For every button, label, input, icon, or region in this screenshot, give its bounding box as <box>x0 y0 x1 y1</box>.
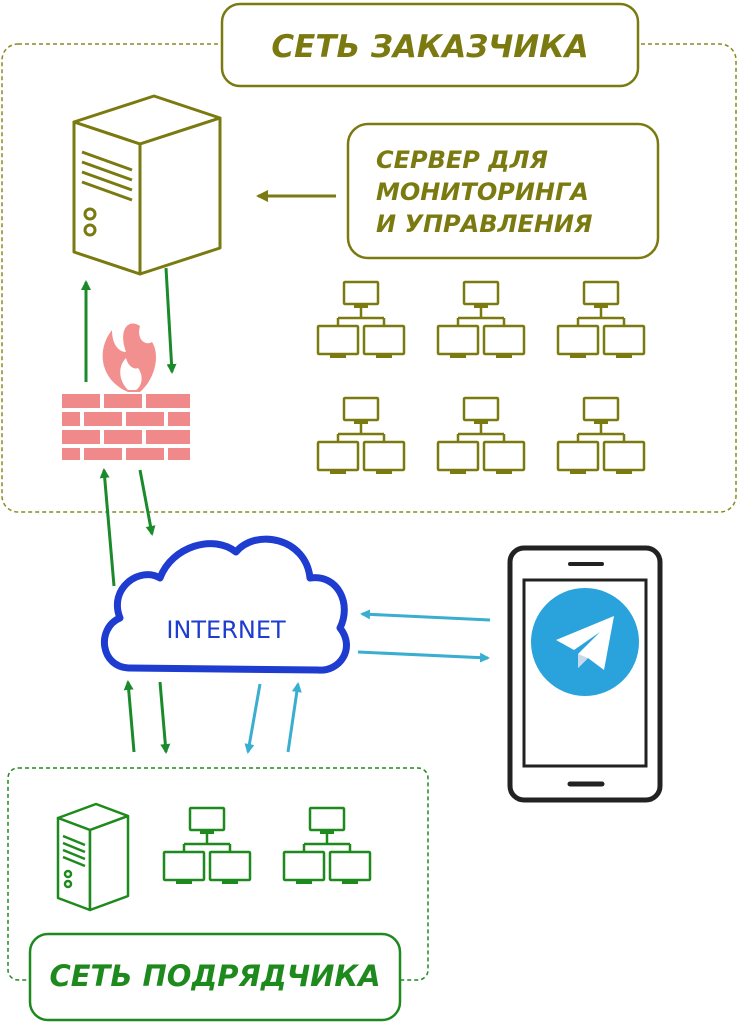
lan-group-icon <box>282 806 372 886</box>
lan-group-icon <box>436 280 526 360</box>
monitoring-server-caption-box: СЕРВЕР ДЛЯ МОНИТОРИНГА И УПРАВЛЕНИЯ <box>346 122 660 260</box>
server-caption-line-2: МОНИТОРИНГА <box>376 178 589 206</box>
contractor-network-title: СЕТЬ ПОДРЯДЧИКА <box>49 959 380 993</box>
internet-label: INTERNET <box>166 616 286 644</box>
server-caption-line-1: СЕРВЕР ДЛЯ <box>376 146 548 174</box>
internet-to-contractor-arrow-cyan <box>244 683 262 754</box>
internet-to-phone-arrow <box>357 650 490 663</box>
contractor-network-boundary <box>7 767 429 981</box>
server-icon <box>72 94 222 276</box>
firewall-icon <box>62 323 190 460</box>
contractor-to-internet-arrow-cyan <box>286 682 302 753</box>
lan-group-icon <box>316 396 406 476</box>
firewall-to-internet-arrow <box>138 469 156 536</box>
internet-to-contractor-arrow-green <box>158 681 171 754</box>
lan-group-icon <box>556 280 646 360</box>
server-caption-line-3: И УПРАВЛЕНИЯ <box>376 210 592 238</box>
contractor-to-internet-arrow-green <box>123 680 136 753</box>
lan-group-icon <box>436 396 526 476</box>
cloud-icon: INTERNET <box>101 535 350 674</box>
contractor-network-title-box: СЕТЬ ПОДРЯДЧИКА <box>28 932 402 1022</box>
telegram-icon <box>531 588 639 696</box>
customer-network-title: СЕТЬ ЗАКАЗЧИКА <box>271 29 588 65</box>
lan-group-icon <box>162 806 252 886</box>
customer-network-title-box: СЕТЬ ЗАКАЗЧИКА <box>220 2 640 88</box>
phone-to-internet-arrow <box>360 609 491 622</box>
server-to-firewall-arrow <box>164 267 177 374</box>
internet-to-firewall-arrow <box>99 468 116 587</box>
lan-group-icon <box>316 280 406 360</box>
smartphone-icon <box>507 545 663 803</box>
server-icon <box>56 802 130 912</box>
lan-group-icon <box>556 396 646 476</box>
